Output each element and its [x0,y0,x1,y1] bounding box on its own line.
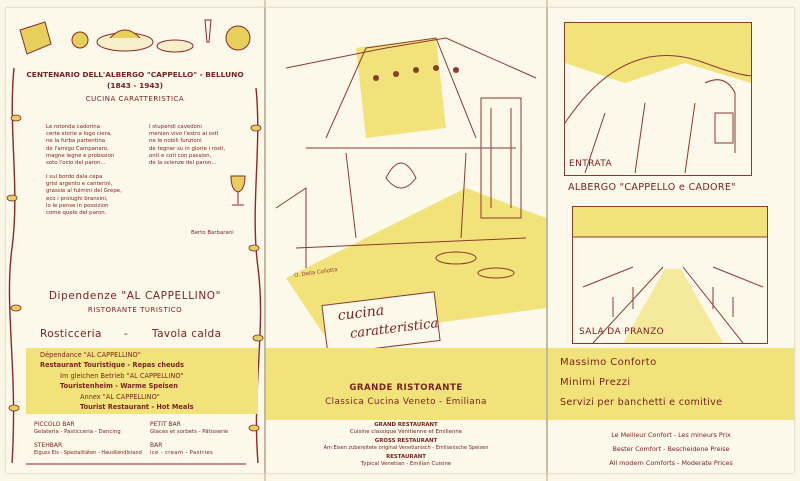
poem-column-3: I sul bordo dala cepa grisi argento e ca… [46,174,122,217]
small-line: GROSS RESTAURANT [374,438,438,444]
petit-bar-desc: Glaces et sorbets - Pâtisserie [150,429,229,435]
albergo-title: ALBERGO "CAPPELLO e CADORE" [568,182,736,193]
rosticceria-label: Rosticceria [40,328,102,340]
years: (1843 - 1943) [106,81,164,90]
small-line: Cuisine classique Vénitienne et Emilienn… [349,429,463,435]
piccolo-bar-desc: Gelateria - Pasticceria - Dancing [34,429,121,435]
band-line: Annex "AL CAPPELLINO" [80,393,160,401]
dependance-band [26,348,258,414]
dipendenze-title: Dipendenze "AL CAPPELLINO" [48,290,222,302]
right-panel: ENTRATA ALBERGO "CAPPELLO e CADORE" SALA… [548,8,794,473]
foot-line: Bester Comfort - Bescheidene Preise [612,445,730,453]
ristorante-band [266,348,546,420]
petit-bar: PETIT BAR [150,421,181,428]
card-line-1: cucina [336,302,386,325]
sala-illustration [573,207,767,344]
band-line: Massimo Conforto [560,357,657,368]
stehbar: STEHBAR [34,442,63,449]
bar-desc: ice - cream - Pastries [150,450,214,456]
left-panel: CENTENARIO DELL'ALBERGO "CAPPELLO" - BEL… [6,8,264,473]
food-illustration [19,19,251,55]
foot-line: Le Meilleur Confort - Les mineurs Prix [611,431,731,439]
band-line: Restaurant Touristique - Repas cheuds [40,361,184,369]
entrata-label: ENTRATA [569,159,613,169]
band-line: Minimi Prezzi [560,377,631,388]
fold-line [264,0,266,481]
poem-author: Berto Barbarani [191,230,234,236]
piccolo-bar: PICCOLO BAR [34,421,75,428]
poem-column-2: I stupendi cavedoni menien vivo l'estro … [149,124,226,167]
cucina-subtitle: CUCINA CARATTERISTICA [85,95,185,103]
stehbar-desc: Eiguss Eis - Spezialitäten - Hausßendlst… [34,450,142,456]
middle-panel: O. Della Collotta cucina caratteristica … [266,8,546,473]
conforto-band [548,348,794,420]
band-line: Tourist Restaurant - Hot Meals [80,403,194,411]
separator-dash: - [124,328,128,340]
classica-cucina: Classica Cucina Veneto - Emiliana [325,397,487,407]
sala-label: SALA DA PRANZO [579,327,665,337]
poem-column-1: Le rotonda cadorina certe storie a logo … [46,124,115,167]
band-line: Dépendance "AL CAPPELLINO" [40,351,141,359]
fold-line [546,0,548,481]
band-line: Servizi per banchetti e comitive [560,397,723,408]
small-line: Typical Venetian - Emilian Cuisine [360,461,452,467]
tavola-calda-label: Tavola calda [152,328,222,340]
small-line: GRAND RESTAURANT [374,422,438,428]
band-line: Touristenheim - Warme Speisen [60,382,178,390]
wine-glass-icon [230,175,246,206]
entrata-illustration [564,23,762,174]
small-line: Am Eisen zubereitete original Venetianis… [323,445,489,451]
small-line: RESTAURANT [386,454,426,460]
entrata-sketch: ENTRATA [564,22,762,176]
foot-line: All modern Comforts - Moderate Prices [609,459,733,467]
grande-ristorante: GRANDE RISTORANTE [349,383,463,393]
sala-sketch: SALA DA PRANZO [572,206,768,344]
centenario-title: CENTENARIO DELL'ALBERGO "CAPPELLO" - BEL… [26,70,244,79]
band-line: Im gleichen Betrieb "AL CAPPELLINO" [60,372,184,380]
bar: BAR [150,442,163,449]
dipendenze-subtitle: RISTORANTE TURISTICO [87,306,183,314]
